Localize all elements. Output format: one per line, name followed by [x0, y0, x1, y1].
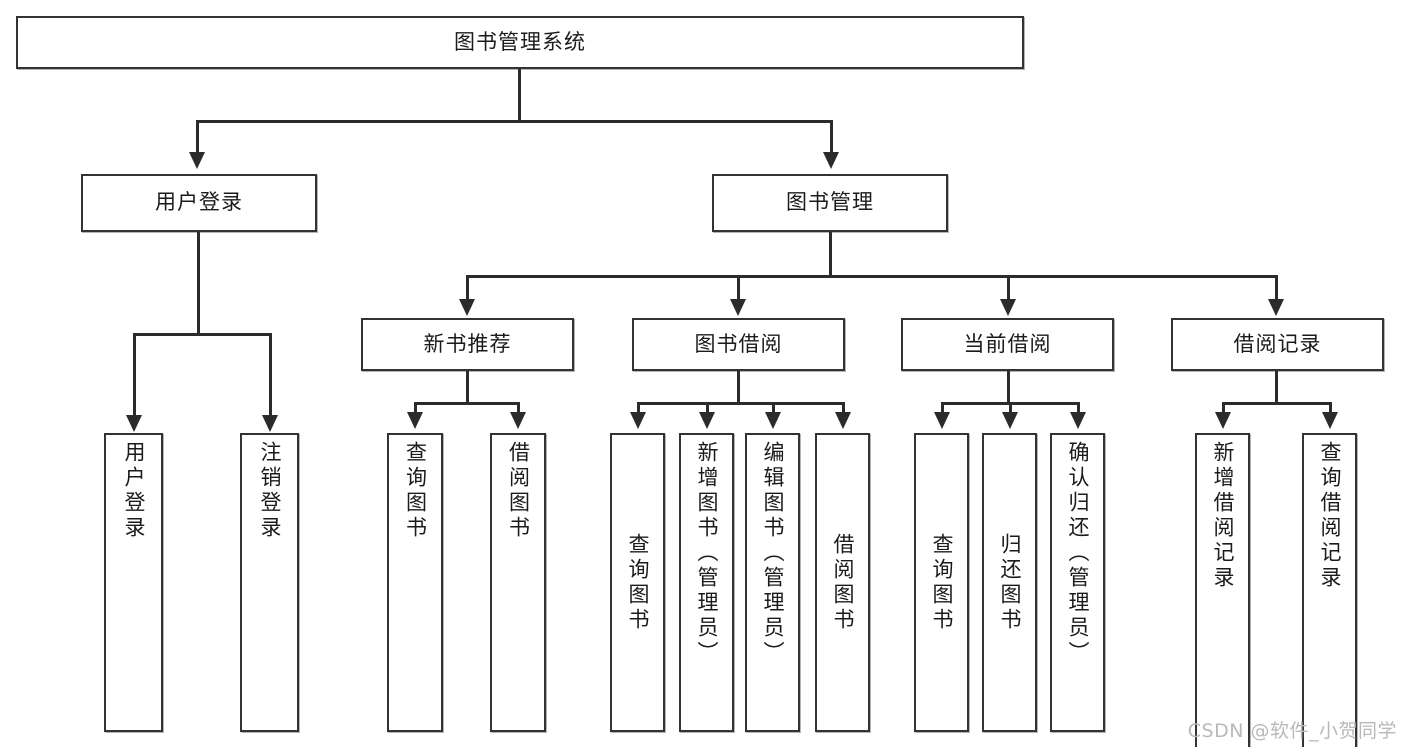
- arrow-leaf-user-logout: [262, 415, 278, 432]
- leaf-borrow-book-1[interactable]: 借阅图书: [490, 433, 546, 732]
- arrow-query-record: [1322, 412, 1338, 429]
- node-label: 图书管理系统: [454, 29, 586, 54]
- connector-root-trunk: [518, 69, 521, 122]
- node-label: 当前借阅: [963, 331, 1052, 356]
- arrow-query-book-3: [934, 412, 950, 429]
- arrow-borrow-book-1: [510, 412, 526, 429]
- node-label: 用户登录: [155, 190, 243, 215]
- connector-drop-query-book-3: [941, 402, 944, 414]
- connector-borrow-record-bus: [1222, 402, 1332, 405]
- node-user-login[interactable]: 用户登录: [81, 174, 317, 232]
- arrow-book-manage: [823, 152, 839, 169]
- connector-drop-add-record: [1222, 402, 1225, 414]
- connector-root-bus: [196, 120, 833, 123]
- node-borrow-record[interactable]: 借阅记录: [1171, 318, 1384, 371]
- leaf-confirm-return[interactable]: 确认归还（管理员）: [1050, 433, 1105, 732]
- connector-user-login-bus: [133, 333, 270, 336]
- leaf-query-record[interactable]: 查询借阅记录: [1302, 433, 1357, 747]
- arrow-add-book: [699, 412, 715, 429]
- node-root-system[interactable]: 图书管理系统: [16, 16, 1024, 69]
- connector-drop-user-login: [196, 120, 199, 154]
- leaf-return-book[interactable]: 归还图书: [982, 433, 1037, 732]
- node-label: 图书借阅: [694, 331, 783, 356]
- csdn-watermark: CSDN @软件_小贺同学: [1187, 720, 1397, 742]
- connector-current-borrow-trunk: [1007, 371, 1010, 404]
- leaf-query-book-2[interactable]: 查询图书: [610, 433, 665, 732]
- node-label: 归还图书: [998, 532, 1022, 633]
- leaf-query-book-1[interactable]: 查询图书: [387, 433, 443, 732]
- node-label: 用户登录: [122, 441, 146, 541]
- connector-drop-edit-book: [772, 402, 775, 414]
- node-label: 新增图书（管理员）: [695, 441, 719, 666]
- connector-drop-leaf-user-login: [133, 333, 136, 417]
- connector-borrow-record-trunk: [1275, 371, 1278, 404]
- arrow-user-login: [189, 152, 205, 169]
- connector-drop-borrow-book-1: [517, 402, 520, 414]
- leaf-edit-book[interactable]: 编辑图书（管理员）: [745, 433, 800, 732]
- node-book-borrow[interactable]: 图书借阅: [632, 318, 845, 371]
- leaf-user-login[interactable]: 用户登录: [104, 433, 163, 732]
- arrow-edit-book: [765, 412, 781, 429]
- connector-book-manage-bus: [466, 275, 1278, 278]
- leaf-query-book-3[interactable]: 查询图书: [914, 433, 969, 732]
- connector-drop-borrow-record: [1275, 275, 1278, 301]
- node-label: 查询图书: [626, 532, 650, 633]
- connector-drop-confirm-return: [1077, 402, 1080, 414]
- node-label: 查询图书: [403, 441, 428, 541]
- node-label: 图书管理: [786, 190, 874, 215]
- connector-drop-add-book: [706, 402, 709, 414]
- arrow-leaf-user-login: [126, 415, 142, 432]
- node-current-borrow[interactable]: 当前借阅: [901, 318, 1114, 371]
- connector-drop-return-book: [1009, 402, 1012, 414]
- connector-drop-book-borrow: [737, 275, 740, 301]
- node-label: 查询图书: [930, 532, 954, 633]
- connector-book-borrow-bus: [637, 402, 845, 405]
- node-label: 借阅图书: [831, 532, 855, 633]
- arrow-borrow-book-2: [835, 412, 851, 429]
- arrow-add-record: [1215, 412, 1231, 429]
- connector-drop-current-borrow: [1007, 275, 1010, 301]
- connector-book-manage-trunk: [829, 232, 832, 277]
- leaf-user-logout[interactable]: 注销登录: [240, 433, 299, 732]
- connector-user-login-trunk: [197, 232, 200, 335]
- leaf-add-book[interactable]: 新增图书（管理员）: [679, 433, 734, 732]
- connector-drop-query-record: [1329, 402, 1332, 414]
- connector-drop-new-book: [466, 275, 469, 301]
- connector-new-book-bus: [414, 402, 520, 405]
- node-label: 注销登录: [258, 441, 282, 541]
- node-label: 借阅记录: [1233, 331, 1322, 356]
- node-label: 确认归还（管理员）: [1066, 441, 1090, 666]
- connector-drop-borrow-book-2: [842, 402, 845, 414]
- node-new-book-recommend[interactable]: 新书推荐: [361, 318, 574, 371]
- arrow-book-borrow: [730, 299, 746, 316]
- leaf-add-record[interactable]: 新增借阅记录: [1195, 433, 1250, 747]
- leaf-borrow-book-2[interactable]: 借阅图书: [815, 433, 870, 732]
- connector-drop-book-manage: [830, 120, 833, 154]
- arrow-confirm-return: [1070, 412, 1086, 429]
- arrow-current-borrow: [1000, 299, 1016, 316]
- node-book-manage[interactable]: 图书管理: [712, 174, 948, 232]
- connector-book-borrow-trunk: [737, 371, 740, 404]
- arrow-query-book-1: [407, 412, 423, 429]
- connector-drop-query-book-1: [414, 402, 417, 414]
- node-label: 新书推荐: [423, 331, 512, 356]
- arrow-return-book: [1002, 412, 1018, 429]
- arrow-query-book-2: [630, 412, 646, 429]
- connector-drop-query-book-2: [637, 402, 640, 414]
- connector-drop-leaf-user-logout: [269, 333, 272, 417]
- arrow-new-book-recommend: [459, 299, 475, 316]
- node-label: 查询借阅记录: [1318, 441, 1342, 591]
- node-label: 新增借阅记录: [1211, 441, 1235, 591]
- node-label: 编辑图书（管理员）: [761, 441, 785, 666]
- arrow-borrow-record: [1268, 299, 1284, 316]
- connector-new-book-trunk: [466, 371, 469, 404]
- node-label: 借阅图书: [506, 441, 531, 541]
